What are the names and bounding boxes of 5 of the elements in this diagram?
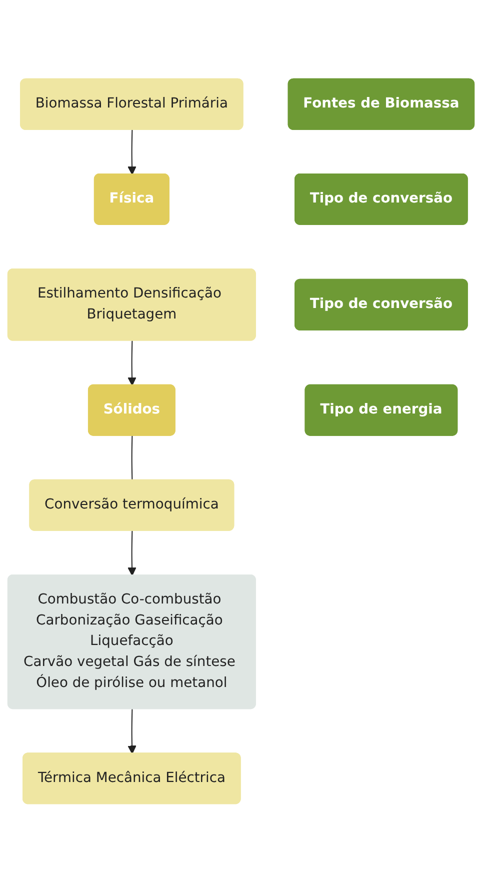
arrow (128, 340, 136, 386)
connector (131, 435, 133, 481)
arrow (128, 129, 136, 175)
arrow (128, 530, 136, 576)
arrow (128, 708, 136, 754)
